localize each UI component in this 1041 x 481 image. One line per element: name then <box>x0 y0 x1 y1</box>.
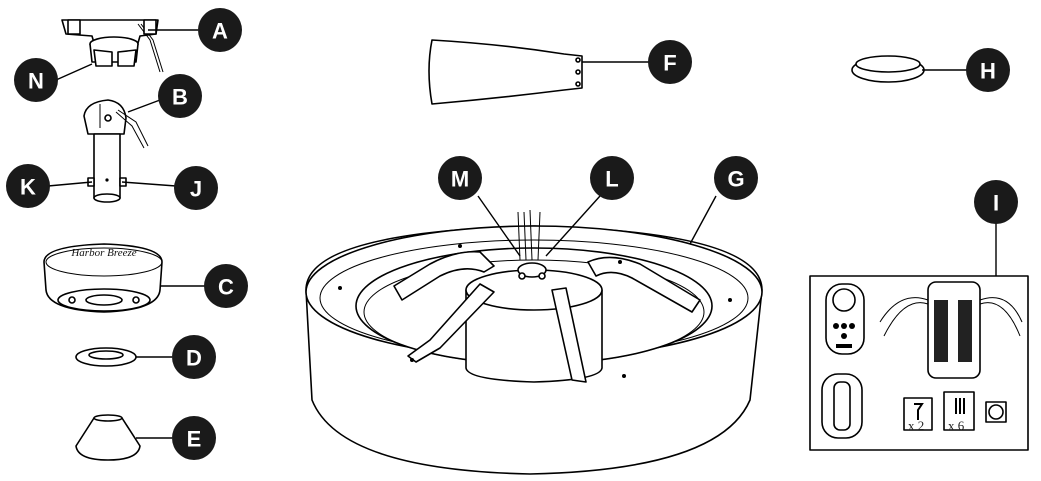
canopy-ring-part <box>75 347 137 367</box>
badge-h-label: H <box>980 59 996 84</box>
badge-c: C <box>204 264 248 308</box>
badge-d-label: D <box>186 346 202 371</box>
badge-m-label: M <box>451 167 469 192</box>
screw-quantity: x 2 <box>908 418 924 433</box>
screw-icon: x 2 <box>903 397 933 433</box>
badge-g: G <box>714 156 758 200</box>
badge-k-label: K <box>20 175 36 200</box>
badge-j-label: J <box>190 177 202 202</box>
mounting-bracket-part <box>61 19 164 73</box>
badge-m: M <box>438 156 482 200</box>
badge-i-label: I <box>993 191 999 216</box>
badge-n-label: N <box>28 69 44 94</box>
badge-g-label: G <box>727 167 744 192</box>
canopy-brand-text: Harbor Breeze <box>70 247 136 259</box>
badge-d: D <box>172 335 216 379</box>
light-diffuser-part <box>851 55 925 83</box>
badge-n: N <box>14 58 58 102</box>
washer-icon <box>985 401 1007 423</box>
canopy-part: Harbor Breeze <box>43 243 163 313</box>
remote-control-icon <box>825 283 865 355</box>
leader-lines <box>47 29 997 439</box>
badge-a: A <box>198 8 242 52</box>
accessories-box: x 2 x 6 <box>809 275 1029 451</box>
cap-part <box>75 414 141 461</box>
badge-f: F <box>648 40 692 84</box>
downrod-part <box>83 99 149 203</box>
fan-body-part <box>305 209 763 475</box>
badge-b-label: B <box>172 85 188 110</box>
badge-c-label: C <box>218 275 234 300</box>
badge-e: E <box>172 416 216 460</box>
badge-j: J <box>174 166 218 210</box>
wall-anchor-icon: x 6 <box>943 391 975 433</box>
badge-e-label: E <box>187 427 202 452</box>
badge-k: K <box>6 164 50 208</box>
badge-h: H <box>966 48 1010 92</box>
badge-l: L <box>590 156 634 200</box>
remote-holder-icon <box>821 373 863 439</box>
blade-part <box>428 39 583 105</box>
badge-i: I <box>974 180 1018 224</box>
badge-f-label: F <box>663 51 676 76</box>
badge-b: B <box>158 74 202 118</box>
receiver-icon <box>879 281 1023 379</box>
badge-l-label: L <box>605 167 618 192</box>
badge-a-label: A <box>212 19 228 44</box>
anchor-quantity: x 6 <box>948 418 965 433</box>
